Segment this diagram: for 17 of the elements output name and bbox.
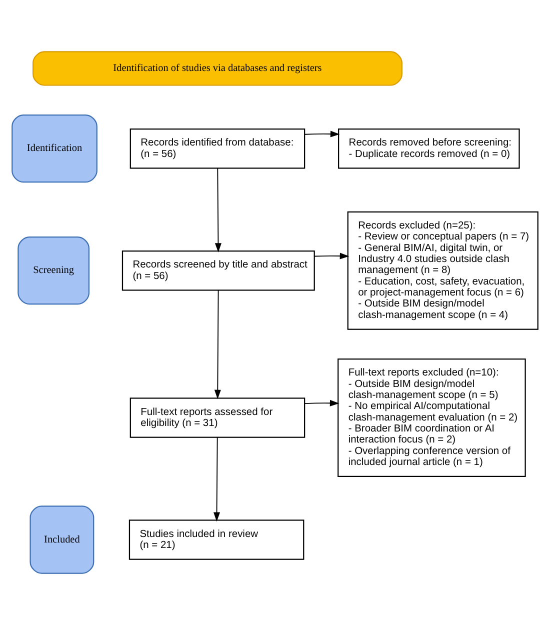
node-box: Studies included in review (n = 21) — [128, 520, 304, 560]
arrow — [304, 400, 340, 406]
node-box: Identification — [12, 114, 98, 183]
node-box: Records identified from database: (n = 56) — [130, 128, 306, 169]
node-box: Records removed before screening: - Duplicate records removed (n = 0) — [338, 128, 520, 169]
arrow — [214, 168, 222, 252]
arrow — [214, 290, 221, 400]
node-box: Records excluded (n=25): - Review or conceptual papers (n = 7) - General BIM/AI, digital twin, or Industry 4.0 studies outside clash management (n = 8) - Education, cost, safety, evacuation, or project-management focus (n = 6) - Outside BIM design/model clash-management scope (n = 4) — [347, 211, 538, 330]
arrow — [314, 252, 350, 260]
node-box: Included — [30, 506, 94, 574]
node-box: Screening — [18, 236, 90, 305]
node-box: Full-text reports assessed for eligibility (n = 31) — [130, 398, 306, 438]
arrow — [304, 130, 340, 138]
node-box: Full-text reports excluded (n=10): - Outside BIM design/model clash-management scope (n = 5) - No empirical AI/computational clash-management evaluation (n = 2) - Broader BIM coordination or AI interaction focus (n = 2) - Overlapping conference version of included journal article (n = 1) — [338, 358, 526, 477]
node-box: Identification of studies via databases and registers — [32, 51, 402, 86]
node-box: Records screened by title and abstract (n = 56) — [122, 250, 315, 291]
arrow — [214, 436, 220, 522]
